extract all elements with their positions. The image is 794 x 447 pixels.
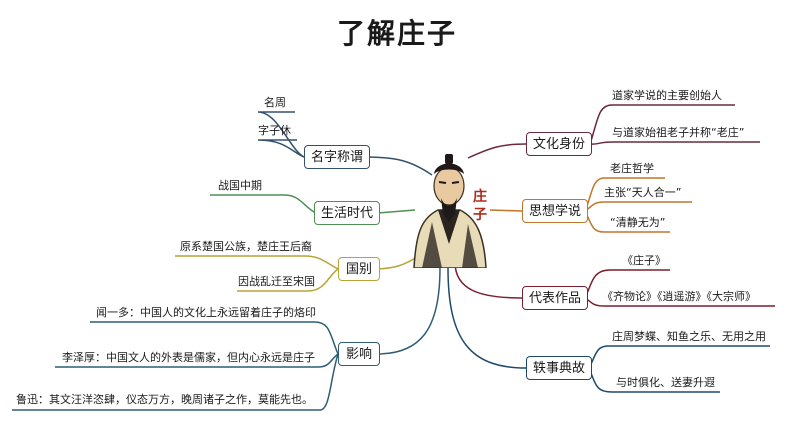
connector-state-leaf-1 xyxy=(175,255,339,270)
connector-influence-leaf-1 xyxy=(90,321,339,355)
connector-identity-leaf-2 xyxy=(589,141,760,145)
leaf-identity-1: 道家学说的主要创始人 xyxy=(612,89,722,102)
leaf-works-2: 《齐物论》《逍遥游》《大宗师》 xyxy=(602,290,756,303)
zhuangzi-portrait-icon xyxy=(413,154,487,268)
leaf-thought-3: “清静无为” xyxy=(610,216,666,229)
leaf-name-2: 字子休 xyxy=(258,124,291,137)
branch-state: 国别 xyxy=(338,257,380,281)
connector-influence xyxy=(376,267,441,355)
connector-identity-leaf-1 xyxy=(589,104,735,145)
connector-anecdotes-leaf-1 xyxy=(588,345,770,369)
connector-state-leaf-2 xyxy=(237,268,339,292)
leaf-anecdotes-1: 庄周梦蝶、知鱼之乐、无用之用 xyxy=(612,330,766,343)
branch-anecdotes: 轶事典故 xyxy=(526,356,592,380)
center-label: 庄子 xyxy=(473,189,487,223)
branch-works: 代表作品 xyxy=(522,286,588,310)
leaf-influence-1: 闻一多：中国人的文化上永远留着庄子的烙印 xyxy=(96,306,316,319)
leaf-works-1: 《庄子》 xyxy=(622,254,666,267)
leaf-thought-1: 老庄哲学 xyxy=(610,162,654,175)
connector-works xyxy=(454,261,523,299)
connector-name-leaf-2 xyxy=(257,139,305,158)
branch-name: 名字称谓 xyxy=(304,145,370,169)
connector-era xyxy=(377,209,416,214)
leaf-influence-3: 鲁迅：其文汪洋恣肆，仪态万方，晚周诸子之作，莫能先也。 xyxy=(16,393,313,406)
connector-anecdotes xyxy=(447,267,527,369)
connector-name xyxy=(363,156,433,176)
branch-influence: 影响 xyxy=(338,342,380,366)
connector-influence-leaf-3 xyxy=(12,353,339,411)
leaf-state-1: 原系楚国公族，楚庄王后裔 xyxy=(180,240,312,253)
leaf-name-1: 名周 xyxy=(264,96,286,109)
page-title: 了解庄子 xyxy=(336,17,457,50)
branch-thought: 思想学说 xyxy=(522,199,588,223)
branch-era: 生活时代 xyxy=(314,201,380,225)
leaf-era-1: 战国中期 xyxy=(218,179,262,192)
branch-identity: 文化身份 xyxy=(526,132,592,156)
connector-influence-leaf-2 xyxy=(55,353,339,368)
connector-thought xyxy=(489,209,523,212)
leaf-state-2: 因战乱迁至宋国 xyxy=(238,275,315,288)
leaf-thought-2: 主张“天人合一” xyxy=(604,186,682,199)
connector-identity xyxy=(467,143,527,159)
connector-thought-leaf-2 xyxy=(584,201,692,212)
connector-era-leaf xyxy=(210,194,317,214)
leaf-influence-2: 李泽厚：中国文人的外表是儒家，但内心永远是庄子 xyxy=(62,351,315,364)
leaf-identity-2: 与道家始祖老子并称“老庄” xyxy=(612,126,745,139)
leaf-anecdotes-2: 与时俱化、送妻升遐 xyxy=(616,376,715,389)
connector-name-leaf-1 xyxy=(257,111,305,158)
